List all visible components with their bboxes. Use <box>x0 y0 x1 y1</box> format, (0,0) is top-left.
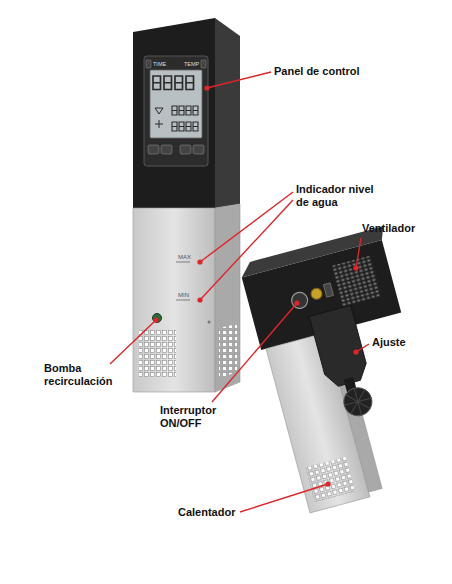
leader-line <box>200 192 293 262</box>
min-mark <box>176 300 190 301</box>
leader-line <box>240 484 328 512</box>
control-button <box>201 60 206 68</box>
leader-dot <box>204 85 209 90</box>
lcd-digit <box>172 122 177 131</box>
leader-dot <box>325 481 330 486</box>
callout-label: Ajuste <box>372 336 432 349</box>
lcd-digit <box>186 122 191 131</box>
lcd-digit <box>193 106 198 115</box>
lcd-digit <box>193 122 198 131</box>
lcd-icon <box>155 108 163 128</box>
lcd-digit <box>179 106 184 115</box>
leader-line <box>212 303 297 402</box>
callout-label: Ventilador <box>362 222 442 235</box>
control-button <box>161 145 172 154</box>
clamp <box>309 305 370 389</box>
head-side <box>215 18 240 208</box>
lcd-digit <box>175 76 183 90</box>
lcd-digit <box>179 122 184 131</box>
front-device <box>133 18 240 392</box>
callout-label: Interruptor ON/OFF <box>160 404 232 429</box>
head-front <box>133 18 215 208</box>
vent-grid <box>139 330 176 378</box>
control-button <box>146 60 151 68</box>
screw <box>208 321 211 324</box>
leader-line <box>207 72 271 88</box>
pump-outlet <box>153 314 162 323</box>
scale-mark-label: MAX <box>178 254 198 261</box>
lcd-digit <box>164 76 172 90</box>
port <box>323 283 333 297</box>
callout-label: Panel de control <box>274 65 384 78</box>
lcd-digit <box>153 76 161 90</box>
leader-lines <box>110 72 369 512</box>
lcd-digit <box>186 76 194 90</box>
vent-grid <box>219 324 237 378</box>
control-button <box>148 145 159 154</box>
adjust-knob <box>341 385 375 419</box>
leader-dot <box>353 265 358 270</box>
leader-dot <box>197 259 202 264</box>
control-button <box>193 145 204 154</box>
heater-vents <box>305 457 355 503</box>
leader-line <box>356 238 361 268</box>
callout-label: Calentador <box>178 506 258 519</box>
button-label: TEMP <box>184 61 204 67</box>
button-label: TIME <box>153 61 173 67</box>
callout-label: Indicador nivel de agua <box>296 183 376 208</box>
control-bezel <box>144 56 208 166</box>
leader-dots <box>153 85 358 486</box>
leader-dot <box>197 297 202 302</box>
body-front <box>133 208 215 392</box>
scale-mark-label: MIN <box>178 292 198 299</box>
lcd-digit <box>172 106 177 115</box>
lcd-screen <box>150 70 202 138</box>
leader-dot <box>294 300 299 305</box>
body-side <box>215 204 240 392</box>
leader-dot <box>353 349 358 354</box>
control-button <box>180 145 191 154</box>
callout-label: Bomba recirculación <box>44 362 122 387</box>
leader-line <box>110 320 156 364</box>
knob-ridges <box>341 385 375 419</box>
lcd-digit <box>186 106 191 115</box>
leader-line <box>200 200 293 300</box>
rear-device <box>238 226 450 514</box>
power-connector <box>310 287 323 300</box>
leader-dot <box>153 317 158 322</box>
max-mark <box>176 262 190 263</box>
